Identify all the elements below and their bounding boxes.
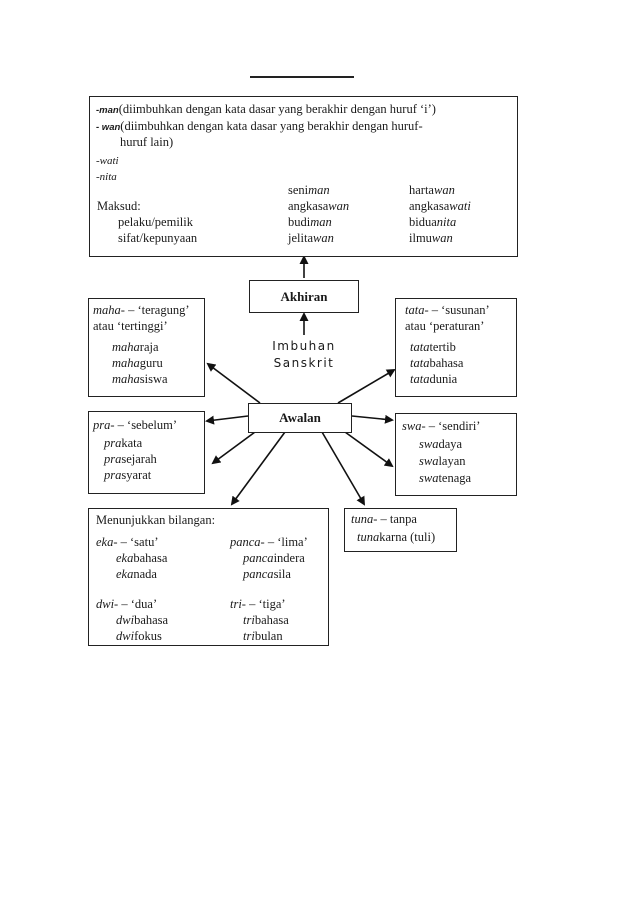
man-suffix: -man [96, 105, 119, 116]
maksud-item: pelaku/pemilik [118, 215, 193, 229]
tuna-box [344, 508, 457, 552]
tri-example: tribahasa [243, 613, 289, 627]
eka-heading: eka- – ‘satu’ [96, 535, 159, 549]
maksud-item: sifat/kepunyaan [118, 231, 198, 245]
man-line: -man(diimbuhkan dengan kata dasar yang b… [96, 102, 436, 118]
dwi-heading: dwi- – ‘dua’ [96, 597, 158, 611]
tata-example: tatabahasa [410, 356, 464, 370]
panca-example: pancaindera [243, 551, 305, 565]
example-word: seniman [288, 183, 330, 197]
hub-label: Imbuhan Sanskrit [254, 338, 354, 372]
swa-example: swadaya [419, 437, 463, 451]
bilangan-box [88, 508, 329, 646]
maha-example: maharaja [112, 340, 159, 354]
pra-heading: pra- – ‘sebelum’ [93, 418, 178, 432]
example-word: jelitawan [288, 231, 334, 245]
top-rule [250, 76, 354, 78]
bilangan-title: Menunjukkan bilangan: [96, 513, 216, 527]
swa-heading: swa- – ‘sendiri’ [402, 419, 481, 433]
man-description: (diimbuhkan dengan kata dasar yang berak… [118, 102, 436, 116]
wan-suffix: - wan [96, 122, 121, 133]
wan-description: (diimbuhkan dengan kata dasar yang berak… [120, 119, 423, 133]
maha-box [88, 298, 205, 397]
example-word: hartawan [409, 183, 455, 197]
wati-suffix: -wati [96, 155, 119, 167]
dwi-example: dwifokus [116, 629, 162, 643]
arrow-awalan-to-prasyarat-side [211, 431, 256, 465]
akhiran-detail-box [89, 96, 518, 257]
swa-example: swalayan [419, 454, 466, 468]
awalan-label: Awalan [248, 403, 352, 433]
arrow-awalan-to-swa [351, 414, 394, 424]
tata-example: tatatertib [410, 340, 456, 354]
pra-example: prasejarah [104, 452, 157, 466]
arrow-awalan-to-swatenaga-side [344, 431, 394, 468]
swa-box [395, 413, 517, 496]
tuna-heading: tuna- – tanpa [351, 512, 417, 526]
wan-line: - wan(diimbuhkan dengan kata dasar yang … [96, 119, 423, 135]
example-word: ilmuwan [409, 231, 453, 245]
panca-heading: panca- – ‘lima’ [230, 535, 308, 549]
pra-example: prakata [104, 436, 143, 450]
arrow-awalan-to-bilangan [230, 431, 286, 506]
example-word: biduanita [409, 215, 457, 229]
swa-example: swatenaga [419, 471, 472, 485]
akhiran-label: Akhiran [249, 280, 359, 313]
tri-example: tribulan [243, 629, 283, 643]
eka-example: ekabahasa [116, 551, 168, 565]
arrow-awalan-to-tata [337, 368, 396, 404]
tuna-example: tunakarna (tuli) [357, 530, 436, 544]
hub-line1: Imbuhan [272, 339, 336, 353]
tata-box [395, 298, 517, 397]
dwi-example: dwibahasa [116, 613, 169, 627]
example-word: budiman [288, 215, 332, 229]
arrow-awalan-to-pra [205, 415, 249, 425]
nita-suffix: -nita [96, 171, 117, 183]
maksud-label: Maksud: [97, 199, 141, 213]
maha-example: mahaguru [112, 356, 163, 370]
arrow-awalan-to-maha [206, 362, 261, 404]
example-word: angkasawan [288, 199, 350, 213]
wan-description-cont: huruf lain) [120, 135, 174, 149]
arrow-awalan-to-tuna [321, 431, 366, 506]
maha-meaning: atau ‘tertinggi’ [93, 319, 168, 333]
hub-line2: Sanskrit [273, 356, 335, 370]
maha-heading: maha- – ‘teragung’ [93, 303, 190, 317]
tri-heading: tri- – ‘tiga’ [230, 597, 286, 611]
tata-meaning: atau ‘peraturan’ [405, 319, 485, 333]
tata-heading: tata- – ‘susunan’ [405, 303, 490, 317]
tata-example: tatadunia [410, 372, 458, 386]
example-word: angkasawati [409, 199, 471, 213]
pra-example: prasyarat [104, 468, 152, 482]
pra-box [88, 411, 205, 494]
panca-example: pancasila [243, 567, 291, 581]
eka-example: ekanada [116, 567, 157, 581]
maha-example: mahasiswa [112, 372, 168, 386]
